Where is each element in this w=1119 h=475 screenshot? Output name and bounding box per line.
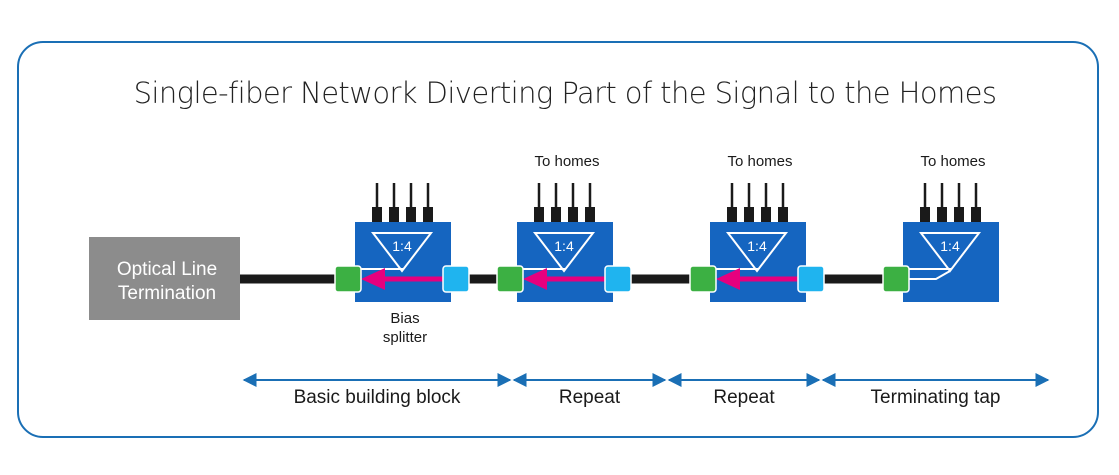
splitter-triangle: [725, 232, 789, 273]
optical-line-termination: Optical Line Termination: [89, 237, 240, 320]
connector-plug: [585, 207, 595, 222]
connector-plug: [423, 207, 433, 222]
splitter-ratio-label: 1:4: [747, 238, 767, 254]
tap-unit: 1:4: [334, 183, 470, 302]
diagram-title: Single-fiber Network Diverting Part of t…: [133, 76, 997, 110]
tap-signal-line: [360, 268, 403, 271]
to-homes-label: To homes: [920, 153, 985, 170]
splitter-ratio-label: 1:4: [554, 238, 574, 254]
tap-unit: 1:4 To homes: [496, 153, 632, 302]
connector-plug: [937, 207, 947, 222]
connector-plug: [778, 207, 788, 222]
tap-signal-line: [522, 268, 565, 271]
input-port: [496, 265, 524, 293]
to-homes-label: To homes: [727, 153, 792, 170]
connector-plug: [372, 207, 382, 222]
connector-plug: [406, 207, 416, 222]
segment-label: Basic building block: [294, 387, 461, 408]
connector-plug: [568, 207, 578, 222]
connector-plug: [744, 207, 754, 222]
splitter-triangle: [532, 232, 596, 273]
connector-plug: [389, 207, 399, 222]
connector-plug: [534, 207, 544, 222]
tap-signal-line: [897, 270, 951, 280]
bias-splitter-label-line1: Bias: [390, 310, 419, 327]
segment-label: Terminating tap: [871, 387, 1001, 408]
connector-plug: [727, 207, 737, 222]
tap-signal-line: [908, 268, 951, 271]
input-port: [334, 265, 362, 293]
input-port: [882, 265, 910, 293]
segment-label: Repeat: [713, 387, 775, 408]
output-port: [604, 265, 632, 293]
connector-plug: [551, 207, 561, 222]
olt-label-line2: Termination: [118, 283, 216, 304]
tap-unit: 1:4 To homes: [689, 153, 825, 302]
to-homes-label: To homes: [534, 153, 599, 170]
output-port: [797, 265, 825, 293]
output-port: [442, 265, 470, 293]
splitter-triangle: [918, 232, 982, 273]
splitter-ratio-label: 1:4: [392, 238, 412, 254]
splitter-ratio-label: 1:4: [940, 238, 960, 254]
splitter-triangle: [370, 232, 434, 273]
connector-plug: [920, 207, 930, 222]
connector-plug: [761, 207, 771, 222]
input-port: [689, 265, 717, 293]
signal-arrow-head: [523, 268, 547, 290]
signal-arrow-head: [716, 268, 740, 290]
tap-signal-line: [715, 268, 758, 271]
diagram-frame: [17, 41, 1099, 438]
bias-splitter-label-line2: splitter: [383, 329, 427, 346]
connector-plug: [954, 207, 964, 222]
segment-label: Repeat: [559, 387, 621, 408]
tap-unit: 1:4 To homes: [882, 153, 999, 302]
connector-plug: [971, 207, 981, 222]
olt-label-line1: Optical Line: [117, 259, 217, 280]
signal-arrow-head: [361, 268, 385, 290]
